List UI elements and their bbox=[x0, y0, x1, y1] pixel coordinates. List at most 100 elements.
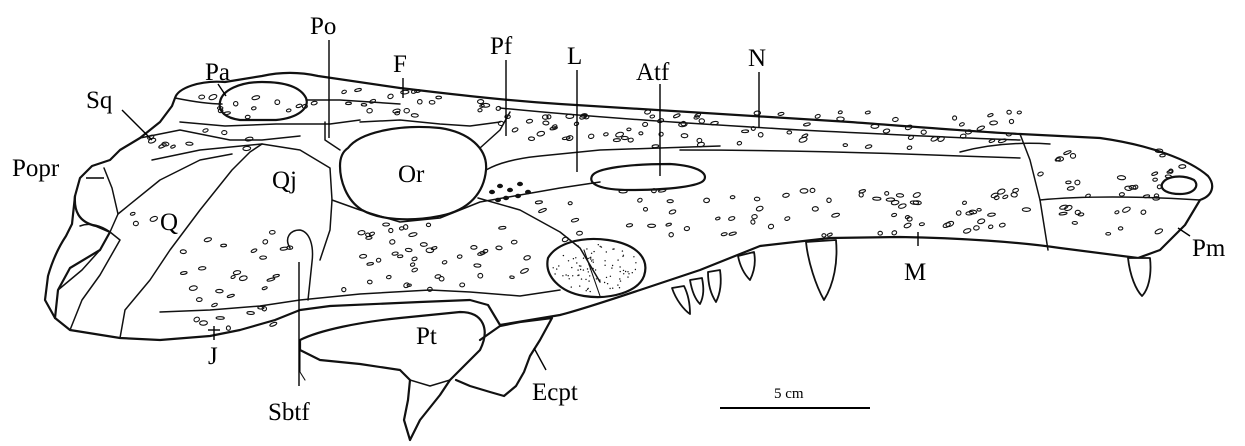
bone-pit bbox=[404, 108, 410, 113]
bone-pit bbox=[673, 113, 681, 118]
bone-pit bbox=[436, 96, 442, 99]
stipple-dot bbox=[562, 275, 563, 276]
bone-pit bbox=[457, 255, 462, 259]
bone-pit bbox=[621, 136, 628, 139]
bone-pit bbox=[535, 201, 542, 205]
bone-pit bbox=[822, 234, 826, 238]
stipple-dot bbox=[583, 269, 584, 270]
bone-pit bbox=[892, 117, 898, 122]
stipple-dot bbox=[635, 262, 636, 263]
bone-pit bbox=[274, 99, 280, 104]
bone-pit bbox=[431, 246, 437, 250]
bone-pit bbox=[198, 266, 206, 270]
stipple-dot bbox=[588, 264, 589, 265]
bone-pit bbox=[1125, 186, 1132, 191]
bone-pit-dark bbox=[525, 190, 531, 194]
external-naris bbox=[1162, 177, 1197, 194]
stipple-dot bbox=[569, 278, 570, 279]
stipple-dot bbox=[578, 245, 579, 246]
bone-pit bbox=[588, 134, 594, 139]
bone-pit-dark bbox=[507, 188, 513, 192]
bone-pit bbox=[389, 239, 395, 244]
bone-pit bbox=[883, 128, 890, 133]
label-q: Q bbox=[160, 209, 178, 236]
bone-pit bbox=[1075, 180, 1081, 185]
bone-pit bbox=[603, 132, 608, 136]
stipple-dot bbox=[623, 273, 624, 274]
bone-pit bbox=[403, 224, 408, 229]
bone-pit bbox=[193, 316, 200, 322]
bone-pit bbox=[471, 246, 477, 250]
label-sbtf: Sbtf bbox=[268, 399, 310, 426]
bone-pit bbox=[684, 226, 690, 231]
stipple-dot bbox=[619, 266, 620, 267]
bone-pit bbox=[742, 130, 749, 133]
bone-pit bbox=[977, 218, 985, 224]
bone-pit bbox=[904, 222, 912, 228]
label-atf: Atf bbox=[636, 59, 670, 86]
bone-pit bbox=[1153, 178, 1158, 182]
bone-pit bbox=[148, 137, 157, 144]
stipple-dot bbox=[591, 253, 592, 254]
bone-pit bbox=[512, 127, 519, 133]
bone-pit bbox=[543, 121, 549, 125]
bone-pit bbox=[1037, 171, 1043, 176]
bone-pit bbox=[369, 99, 376, 104]
bone-pit bbox=[919, 222, 924, 225]
bone-pit bbox=[341, 287, 346, 292]
bone-pit bbox=[865, 144, 872, 149]
bone-pit bbox=[233, 270, 241, 275]
bone-pit bbox=[963, 228, 971, 234]
stipple-dot bbox=[592, 259, 593, 260]
stipple-dot bbox=[573, 258, 574, 259]
bone-pit bbox=[386, 275, 391, 279]
stipple-dot bbox=[604, 260, 605, 261]
bone-pit bbox=[885, 192, 889, 196]
bone-pit bbox=[412, 257, 418, 262]
label-or: Or bbox=[398, 161, 425, 188]
bone-pit bbox=[782, 193, 789, 198]
scale-bar-label: 5 cm bbox=[774, 386, 804, 402]
bone-pit bbox=[973, 225, 979, 230]
bone-pit bbox=[1118, 227, 1123, 230]
bone-pit bbox=[130, 212, 135, 216]
stipple-dot bbox=[625, 271, 626, 272]
stipple-dot bbox=[580, 269, 581, 270]
stipple-dot bbox=[622, 250, 623, 251]
stipple-dot bbox=[579, 285, 580, 286]
stipple-dot bbox=[571, 286, 572, 287]
stipple-dot bbox=[568, 275, 569, 276]
bone-pit bbox=[273, 274, 280, 278]
bone-pit bbox=[1067, 186, 1074, 191]
bone-pit bbox=[810, 188, 815, 193]
bone-pit bbox=[728, 216, 735, 221]
bone-pit-dark bbox=[489, 190, 495, 194]
bone-pit bbox=[871, 124, 879, 129]
stipple-dot bbox=[604, 265, 605, 266]
bone-pit bbox=[358, 230, 365, 235]
bone-pit bbox=[383, 223, 390, 226]
bone-pit bbox=[1002, 194, 1008, 199]
tooth-m5 bbox=[672, 286, 690, 314]
bone-pit bbox=[756, 205, 764, 211]
bone-pit bbox=[1072, 221, 1077, 224]
bone-pit bbox=[510, 276, 515, 279]
bone-pit bbox=[296, 104, 303, 109]
bone-pit bbox=[1017, 111, 1022, 114]
bone-pit bbox=[369, 232, 375, 237]
bone-pit bbox=[699, 119, 705, 124]
bone-pit bbox=[651, 189, 656, 193]
bone-pit bbox=[991, 192, 999, 198]
tooth-m4 bbox=[690, 278, 703, 304]
stipple-dot bbox=[576, 262, 577, 263]
bone-pit bbox=[1140, 209, 1146, 215]
bone-pit bbox=[1151, 171, 1158, 176]
bone-pit bbox=[650, 115, 655, 119]
label-n: N bbox=[748, 45, 766, 72]
bone-pit bbox=[401, 90, 409, 94]
stipple-dot bbox=[598, 244, 599, 245]
bone-pit bbox=[729, 231, 737, 235]
bone-pit-dark bbox=[515, 194, 521, 198]
